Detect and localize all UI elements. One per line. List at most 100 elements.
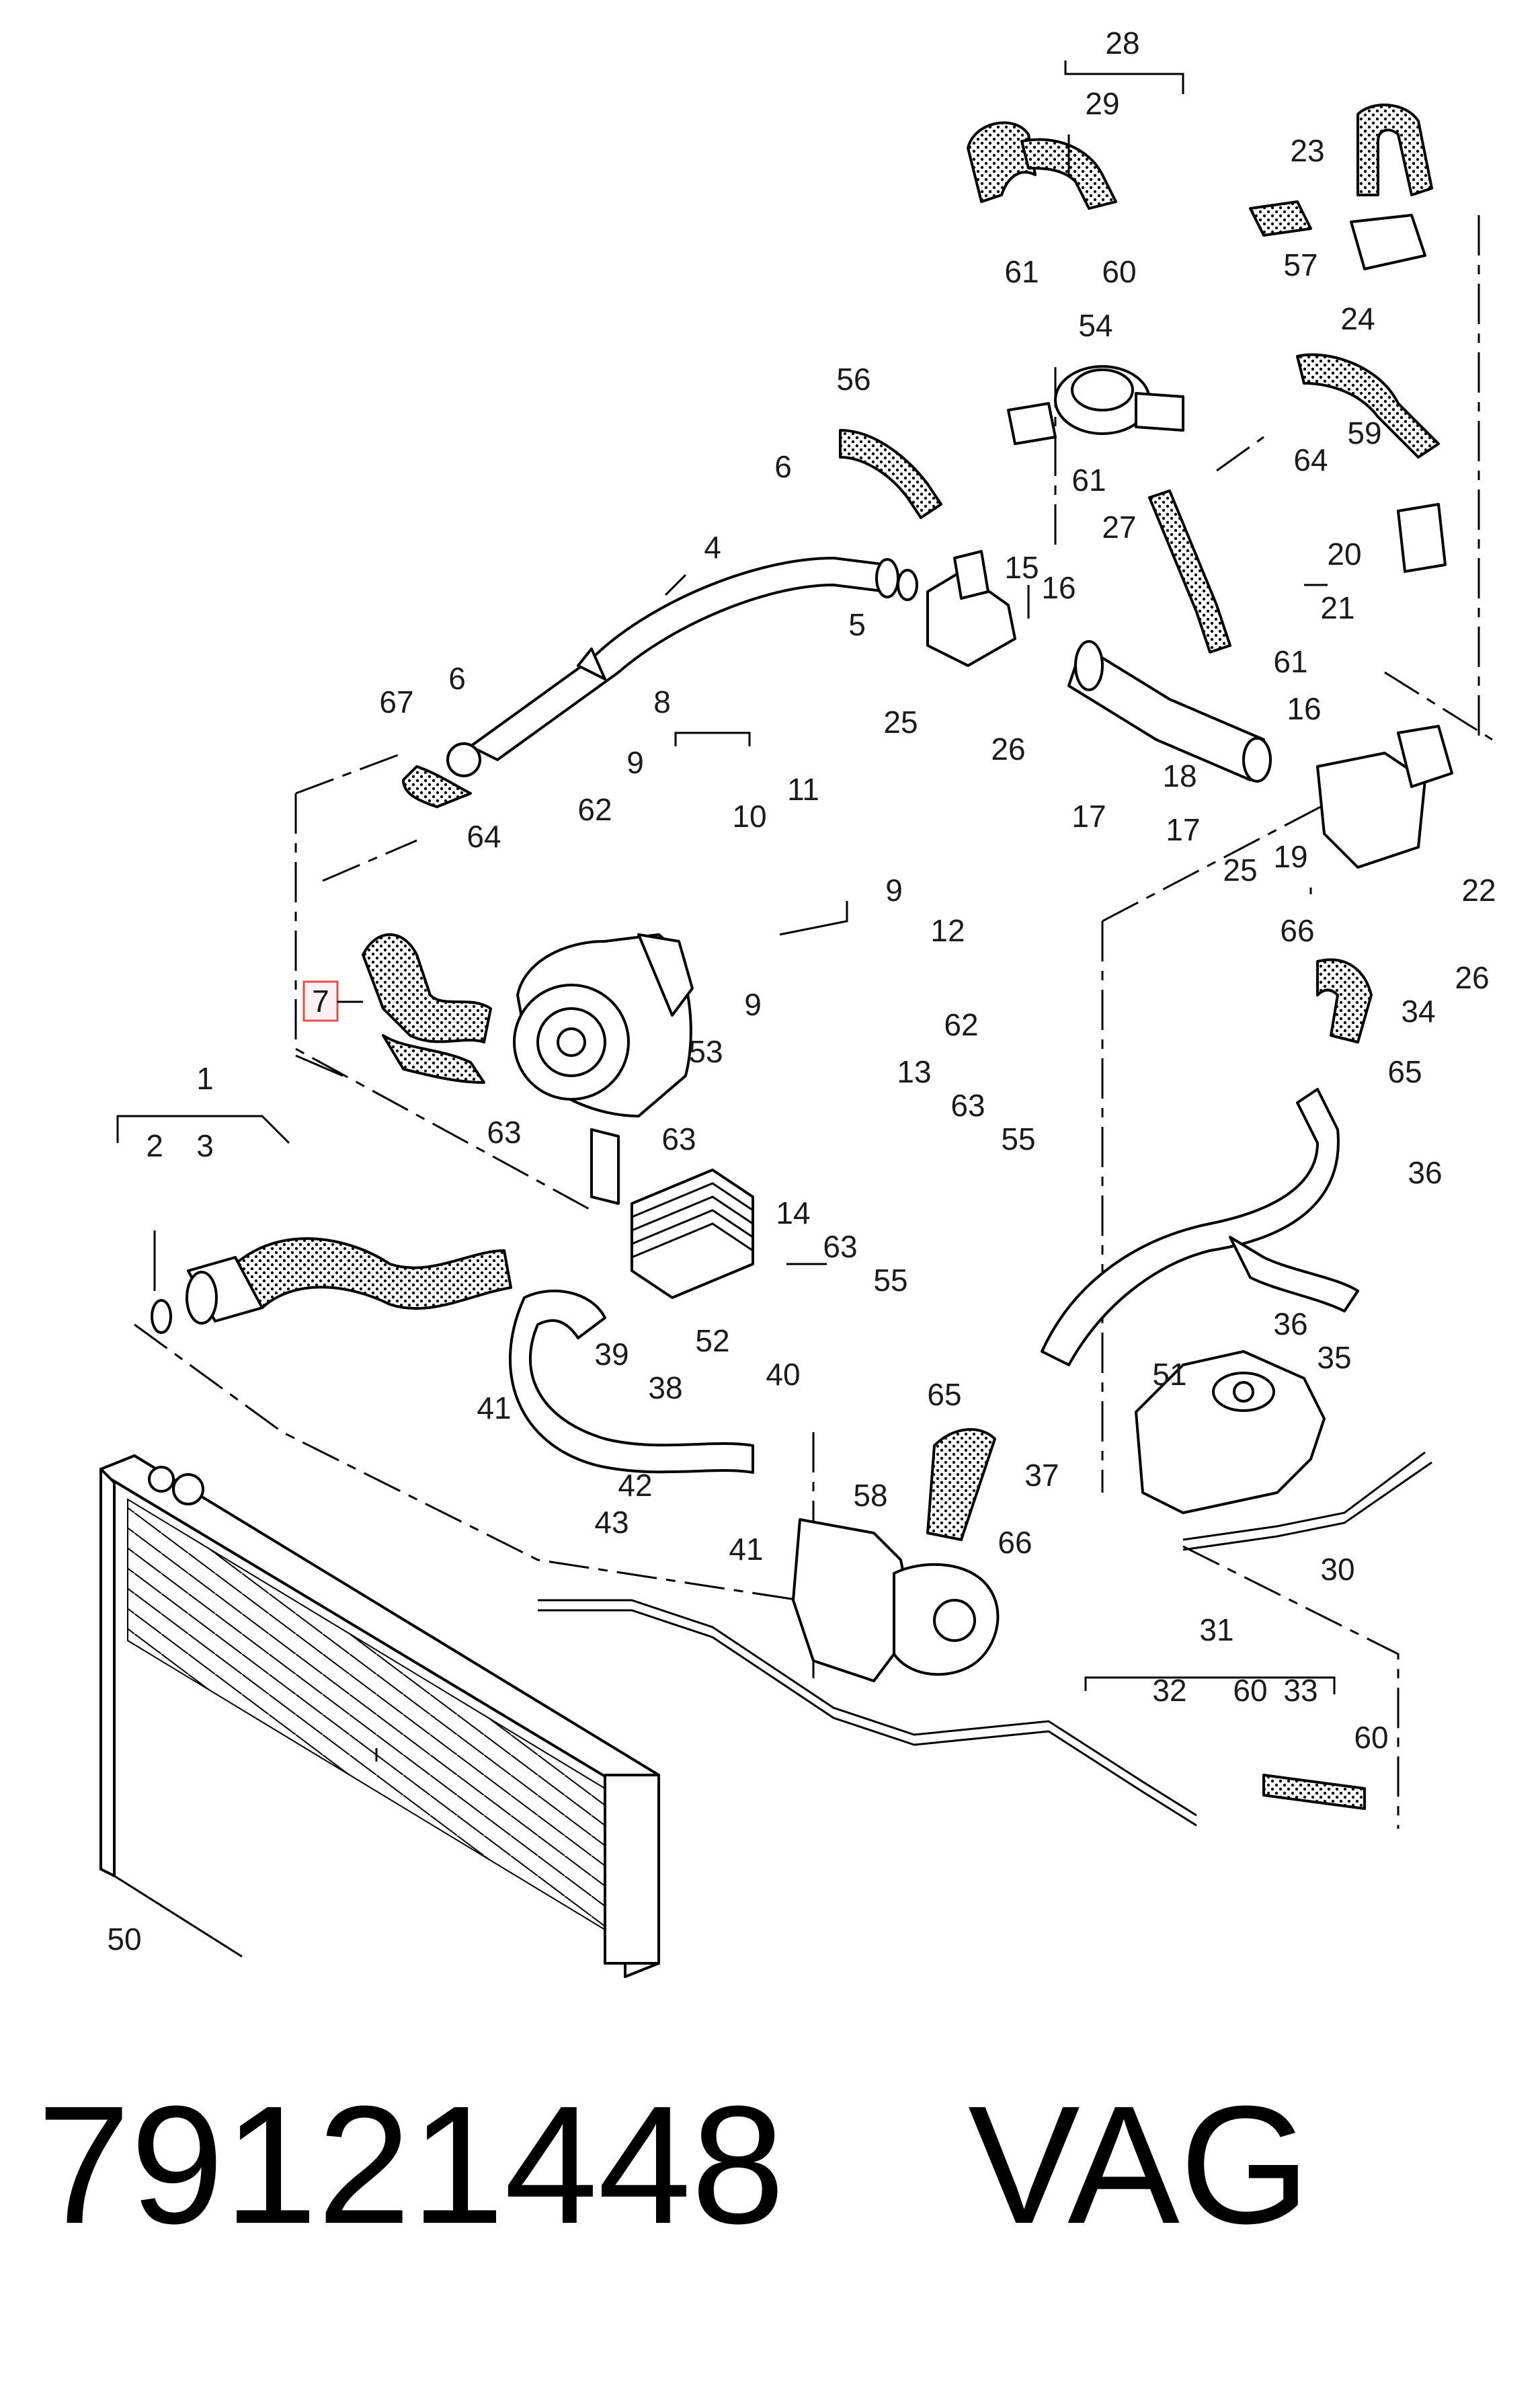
callout-32: 32 <box>1152 1673 1186 1708</box>
leader-lines <box>116 61 1336 1762</box>
expansion-tank <box>1135 1350 1326 1514</box>
callout-66b: 66 <box>998 1525 1032 1560</box>
brand-name: VAG <box>968 2071 1311 2258</box>
callout-42: 42 <box>618 1468 652 1503</box>
callout-1: 1 <box>196 1061 214 1096</box>
callout-11: 11 <box>787 772 819 807</box>
callout-65a: 65 <box>1387 1054 1422 1089</box>
callout-12: 12 <box>930 913 965 948</box>
callout-40: 40 <box>766 1357 800 1392</box>
callout-65b: 65 <box>927 1377 961 1412</box>
callout-23: 23 <box>1290 133 1324 168</box>
callout-9b: 9 <box>885 873 903 908</box>
callout-10: 10 <box>732 799 766 834</box>
callout-55a: 55 <box>1001 1121 1035 1156</box>
callout-52: 52 <box>695 1323 729 1358</box>
callout-24: 24 <box>1340 301 1375 336</box>
callout-51: 51 <box>1152 1357 1186 1392</box>
callout-64b: 64 <box>467 819 501 854</box>
callout-63d: 63 <box>823 1229 857 1264</box>
callout-33: 33 <box>1283 1673 1318 1708</box>
radiator <box>99 1454 660 1978</box>
callout-29: 29 <box>1085 86 1119 121</box>
callout-54: 54 <box>1078 308 1112 343</box>
callout-15: 15 <box>1004 550 1039 585</box>
radiator-hose-lower <box>151 1237 512 1334</box>
callout-63b: 63 <box>487 1115 521 1150</box>
callout-17b: 17 <box>1166 812 1200 847</box>
callout-58: 58 <box>853 1478 887 1513</box>
callout-20: 20 <box>1327 537 1361 572</box>
oil-cooler <box>590 1128 754 1299</box>
callout-26b: 26 <box>1455 960 1489 995</box>
top-hoses <box>839 104 1440 654</box>
callout-57: 57 <box>1283 247 1318 282</box>
callout-27: 27 <box>1102 510 1136 545</box>
callout-64: 64 <box>1293 442 1328 477</box>
callout-3: 3 <box>196 1128 214 1163</box>
callout-61b: 61 <box>1071 463 1106 498</box>
callout-66a: 66 <box>1280 913 1314 948</box>
callout-28: 28 <box>1105 26 1139 61</box>
callout-37: 37 <box>1024 1458 1059 1493</box>
callout-36b: 36 <box>1273 1306 1307 1341</box>
callout-62b: 62 <box>944 1007 978 1042</box>
callout-59: 59 <box>1347 416 1381 450</box>
callout-17a: 17 <box>1071 799 1106 834</box>
callout-25a: 25 <box>883 705 918 740</box>
callout-60a: 60 <box>1233 1673 1267 1708</box>
callout-63a: 63 <box>950 1088 985 1123</box>
callout-53: 53 <box>688 1034 723 1069</box>
callout-61c: 61 <box>1273 644 1307 679</box>
callout-38: 38 <box>648 1370 682 1405</box>
diverter-valve <box>1007 365 1184 445</box>
callout-22: 22 <box>1461 873 1496 908</box>
callout-34: 34 <box>1401 994 1435 1029</box>
callout-31: 31 <box>1199 1612 1233 1647</box>
callout-7: 7 <box>312 984 329 1019</box>
callout-9a: 9 <box>626 745 644 780</box>
callout-41a: 41 <box>477 1390 511 1425</box>
callout-61: 61 <box>1004 254 1039 289</box>
callout-19: 19 <box>1273 839 1307 874</box>
callout-55b: 55 <box>873 1263 907 1298</box>
coolant-pipes <box>509 958 1432 1827</box>
callout-39: 39 <box>594 1337 629 1372</box>
callout-30: 30 <box>1320 1552 1354 1587</box>
callout-25b: 25 <box>1223 853 1257 888</box>
callout-35: 35 <box>1317 1340 1351 1375</box>
alternator <box>513 933 694 1117</box>
callout-60: 60 <box>1102 254 1136 289</box>
callout-18: 18 <box>1162 758 1197 793</box>
callout-43: 43 <box>594 1505 629 1540</box>
callout-8: 8 <box>653 684 671 719</box>
callout-5: 5 <box>848 607 866 642</box>
callout-16b: 16 <box>1287 691 1321 726</box>
callout-6a: 6 <box>774 449 792 484</box>
callout-56: 56 <box>836 362 870 397</box>
callout-2: 2 <box>146 1128 163 1163</box>
callout-41b: 41 <box>729 1532 763 1567</box>
callout-60b: 60 <box>1354 1720 1388 1755</box>
callout-62a: 62 <box>577 792 612 827</box>
callout-6b: 6 <box>448 661 466 696</box>
callout-63c: 63 <box>661 1121 696 1156</box>
callout-36a: 36 <box>1408 1155 1442 1190</box>
part-number: 79121448 <box>37 2071 785 2258</box>
callout-9c: 9 <box>744 987 762 1022</box>
callout-13: 13 <box>897 1054 931 1089</box>
water-pump <box>792 1518 1000 1682</box>
callout-67: 67 <box>379 684 413 719</box>
sensors <box>1350 214 1447 573</box>
callout-labels: 28 29 23 61 60 57 24 54 56 59 64 6 61 27… <box>107 26 1496 1957</box>
highlighted-callout-7[interactable]: 7 <box>302 980 363 1022</box>
coolant-flange-assembly <box>926 550 1453 869</box>
callout-4: 4 <box>704 530 721 565</box>
callout-50: 50 <box>107 1922 141 1957</box>
callout-16a: 16 <box>1041 570 1076 605</box>
coolant-pipe <box>446 557 918 777</box>
callout-26a: 26 <box>991 732 1025 766</box>
callout-14: 14 <box>776 1195 810 1230</box>
callout-21: 21 <box>1320 590 1354 625</box>
